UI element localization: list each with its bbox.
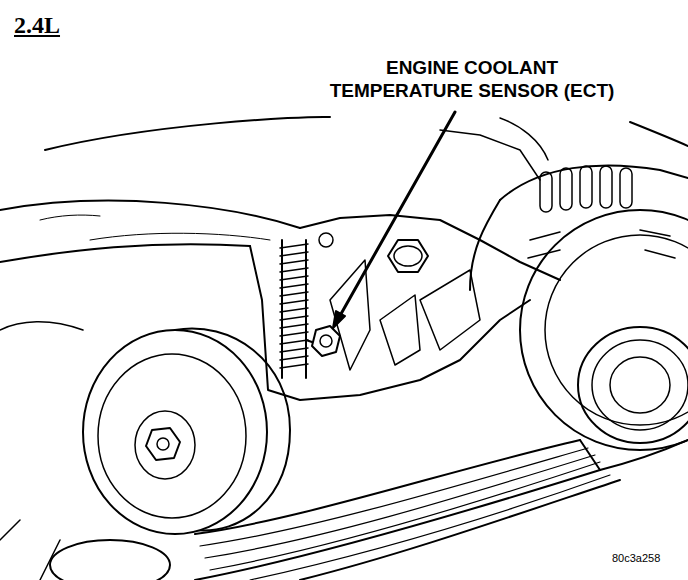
spring-clamp (280, 244, 308, 368)
figure-code: 80c3a258 (612, 552, 660, 564)
casting-outline (0, 520, 60, 580)
alternator-body (520, 210, 688, 450)
bracket-rib (380, 295, 420, 365)
housing-outline (45, 117, 330, 150)
coolant-sensor (320, 335, 332, 347)
casting-outline (0, 322, 83, 330)
alternator-fins (528, 166, 675, 258)
alternator-body (545, 235, 688, 425)
housing-outline (90, 233, 270, 240)
bolt-head (388, 240, 428, 272)
bracket-outline (300, 215, 560, 280)
idler-pulley (98, 354, 246, 518)
hose-outline (500, 118, 548, 160)
housing-outline (40, 215, 100, 220)
bolt-head (319, 233, 333, 247)
idler-bolt (157, 438, 169, 450)
leader-arrowhead (333, 311, 345, 328)
alternator-pulley (578, 327, 688, 443)
idler-pulley (83, 330, 267, 534)
alternator-housing (500, 165, 688, 200)
idler-hub (135, 411, 195, 479)
leader-line (337, 112, 455, 321)
coolant-sensor (312, 326, 340, 356)
bolt-washer (394, 246, 422, 266)
idler-bolt (146, 428, 180, 460)
housing-outline (0, 244, 250, 262)
figure-heading: 2.4L (14, 12, 60, 39)
tensioner (50, 540, 170, 580)
alternator-pulley (610, 357, 670, 413)
alternator-housing (470, 200, 500, 290)
housing-outline (0, 201, 300, 228)
bracket-rib (330, 260, 370, 370)
part-label: ENGINE COOLANT TEMPERATURE SENSOR (ECT) (320, 56, 624, 102)
alternator-pulley (592, 340, 688, 430)
sensor-connector (306, 340, 312, 342)
bracket-outline (250, 246, 530, 400)
hose-outline (440, 130, 540, 180)
drive-belt (195, 440, 688, 580)
housing-outline (630, 122, 688, 146)
